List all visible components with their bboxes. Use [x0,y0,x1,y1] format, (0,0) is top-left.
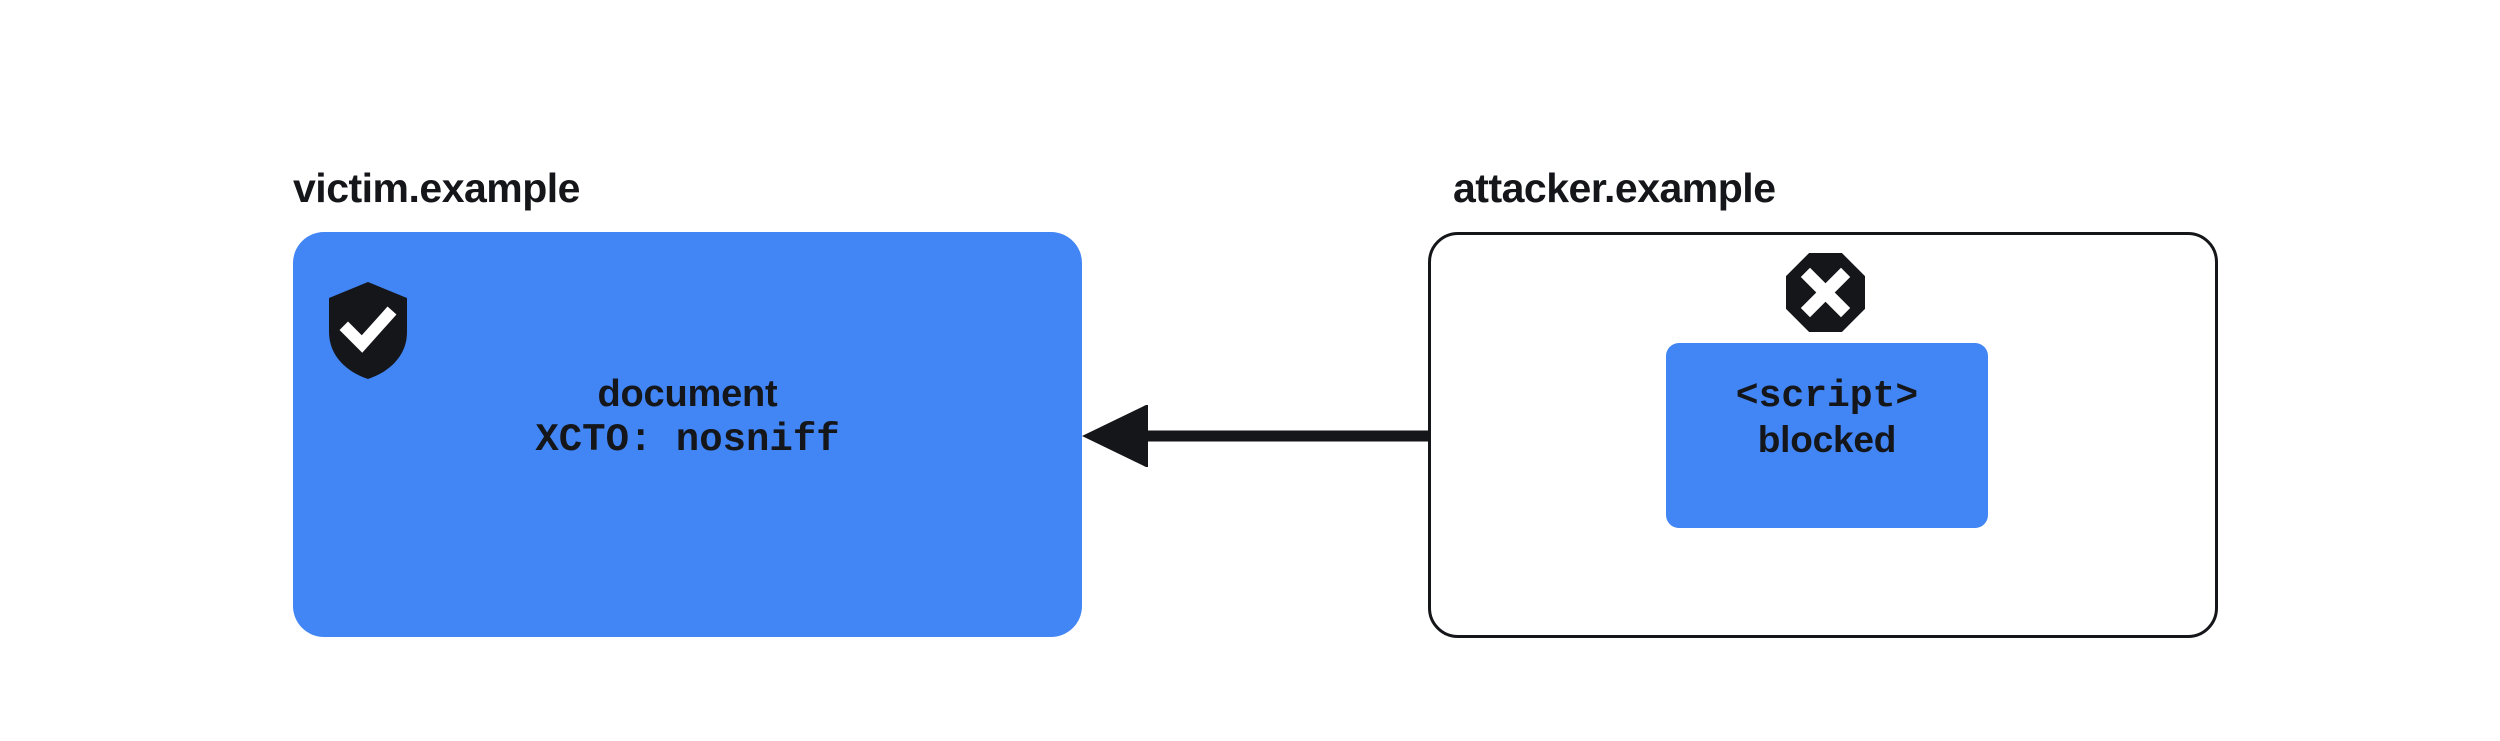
victim-origin-label: victim.example [293,165,581,211]
blocked-script-chip: <script> blocked [1666,343,1988,528]
script-status-text: blocked [1757,419,1897,461]
victim-resource-text: document XCTO: nosniff [293,372,1082,463]
shield-check-icon [329,282,407,379]
script-tag-text: <script> [1735,375,1919,418]
attacker-origin-panel: <script> blocked [1428,232,2218,638]
attacker-origin-label: attacker.example [1453,165,1776,211]
victim-response-header: XCTO: nosniff [535,417,840,462]
blocked-script-text: <script> blocked [1666,375,1988,462]
octagon-x-icon [1786,253,1865,332]
victim-origin-panel: document XCTO: nosniff [293,232,1082,637]
victim-resource-name: document [597,373,778,415]
